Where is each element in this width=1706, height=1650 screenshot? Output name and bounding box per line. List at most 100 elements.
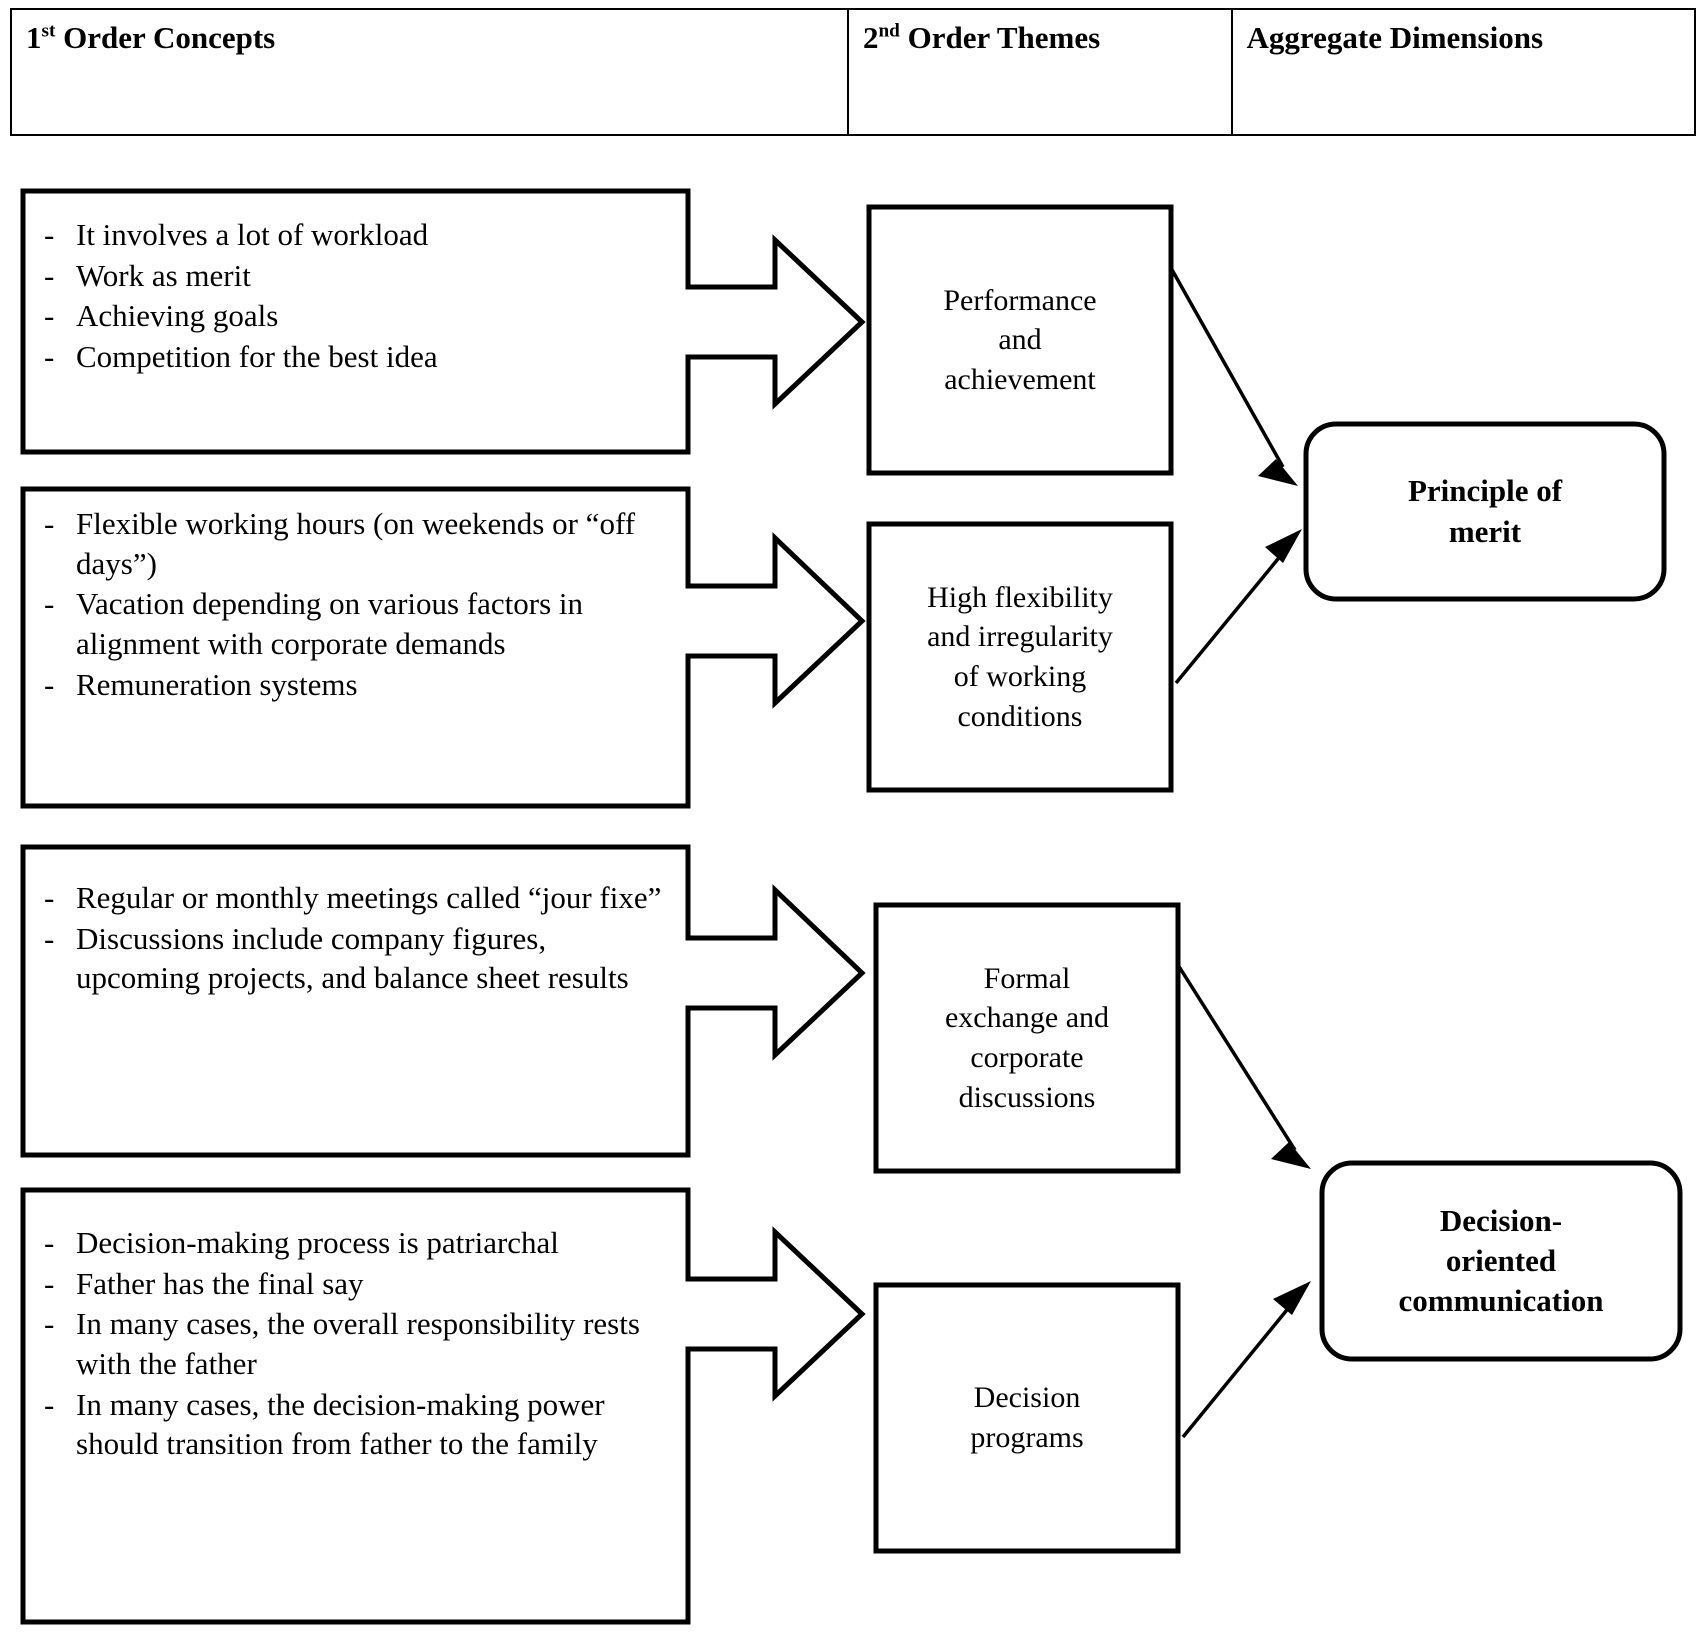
bullet-dash: - [44, 1265, 55, 1301]
concept-box-with-arrow-3 [20, 844, 866, 1158]
concept-bullet: -Competition for the best idea [42, 337, 662, 377]
bullet-text: Discussions include company figures, upc… [76, 920, 629, 996]
concept-list-3: -Regular or monthly meetings called “jou… [42, 878, 672, 998]
theme-line: and irregularity [927, 620, 1113, 654]
concept-bullet: -Work as merit [42, 256, 662, 296]
bullet-dash: - [44, 1386, 55, 1422]
concept-text-2: -Flexible working hours (on weekends or … [42, 504, 662, 705]
theme-line: discussions [958, 1080, 1096, 1114]
dimension-line: merit [1448, 513, 1522, 549]
theme-line: of working [953, 660, 1087, 693]
dimension-line: communication [1398, 1283, 1604, 1319]
connector-arrowhead-performance-to-merit [1258, 459, 1298, 486]
concept-list-4: -Decision-making process is patriarchal … [42, 1223, 667, 1464]
theme-line: Decision [973, 1381, 1081, 1415]
column-header-table: 1st Order Concepts 2nd Order Themes Aggr… [10, 8, 1696, 136]
concept-box-with-arrow-2 [20, 486, 866, 809]
concept-bullet: -Achieving goals [42, 296, 662, 336]
header-label-rest-2: Order Themes [899, 20, 1101, 55]
bullet-dash: - [44, 880, 55, 915]
theme-line: achievement [944, 362, 1096, 396]
header-label-rest-3: Aggregate Dimensions [1246, 20, 1544, 55]
header-cell-first-order-concepts: 1st Order Concepts [12, 10, 849, 134]
header-label-rest-1: Order Concepts [55, 20, 276, 55]
concept-bullet: -Flexible working hours (on weekends or … [42, 504, 662, 583]
theme-text-high-flexibility: High flexibility and irregularity of wor… [869, 524, 1171, 790]
concept-bullet: -Decision-making process is patriarchal [42, 1223, 667, 1263]
theme-line: conditions [957, 699, 1083, 733]
theme-line: programs [970, 1421, 1084, 1454]
bullet-dash: - [44, 1225, 55, 1260]
theme-box-performance-and-achievement [866, 204, 1174, 476]
bullet-text: Flexible working hours (on weekends or “… [76, 506, 636, 581]
theme-box-decision-programs [873, 1282, 1181, 1554]
concept-bullet: -It involves a lot of workload [42, 215, 662, 255]
dimension-lines: Decision- oriented communication [1399, 1201, 1604, 1322]
connector-flexibility-to-merit [1174, 546, 1289, 685]
header-label-prefix-2: 2 [862, 20, 879, 55]
bullet-dash: - [44, 920, 55, 956]
bullet-dash: - [44, 506, 55, 541]
header-cell-second-order-themes: 2nd Order Themes [849, 10, 1233, 134]
bullet-text: Regular or monthly meetings called “jour… [76, 880, 662, 915]
theme-line: Formal [983, 961, 1071, 995]
theme-lines: High flexibility and irregularity of wor… [927, 578, 1113, 736]
concept-text-1: -It involves a lot of workload -Work as … [42, 215, 662, 378]
concept-bullet: -Remuneration systems [42, 665, 662, 705]
bullet-dash: - [44, 666, 55, 702]
concept-bullet: -In many cases, the overall responsibili… [42, 1304, 667, 1383]
theme-text-decision-programs: Decision programs [876, 1285, 1178, 1551]
dimension-lines: Principle of merit [1408, 471, 1562, 552]
concept-bullet: -Regular or monthly meetings called “jou… [42, 878, 672, 918]
connector-decision-programs-to-decision [1181, 1298, 1297, 1439]
dimension-box-principle-of-merit [1303, 421, 1667, 602]
theme-line: Performance [943, 283, 1097, 317]
connector-arrowhead-decision-programs-to-decision [1273, 1281, 1311, 1315]
bullet-text: In many cases, the decision-making power… [76, 1386, 605, 1462]
bullet-text: Vacation depending on various factors in… [76, 586, 584, 662]
concept-list-1: -It involves a lot of workload -Work as … [42, 215, 662, 377]
concept-bullet: -Vacation depending on various factors i… [42, 584, 662, 663]
theme-line: High flexibility [927, 580, 1113, 614]
theme-line: and [998, 323, 1042, 357]
bullet-dash: - [44, 257, 55, 293]
bullet-text: Father has the final say [76, 1265, 364, 1301]
bullet-text: Work as merit [76, 257, 251, 293]
bullet-dash: - [44, 339, 55, 375]
connector-performance-to-merit [1169, 267, 1285, 468]
theme-text-formal-exchange: Formal exchange and corporate discussion… [876, 905, 1178, 1171]
concept-list-2: -Flexible working hours (on weekends or … [42, 504, 662, 704]
concept-box-with-arrow-4 [20, 1187, 866, 1625]
bullet-dash: - [44, 217, 55, 252]
bullet-text: Remuneration systems [76, 666, 358, 702]
theme-box-formal-exchange [873, 902, 1181, 1174]
theme-line: corporate [970, 1041, 1084, 1074]
dimension-box-decision-oriented-communication [1319, 1160, 1683, 1362]
concept-bullet: -Discussions include company figures, up… [42, 919, 672, 998]
header-label-sup-2: nd [878, 20, 900, 42]
concept-bullet: -In many cases, the decision-making powe… [42, 1385, 667, 1464]
header-label-prefix-1: 1 [26, 20, 42, 55]
dimension-line: Principle of [1407, 473, 1563, 509]
dimension-line: Decision- [1439, 1202, 1563, 1238]
concept-text-4: -Decision-making process is patriarchal … [42, 1223, 667, 1465]
bullet-text: Competition for the best idea [76, 339, 438, 375]
dimension-line: oriented [1445, 1242, 1557, 1278]
header-cell-aggregate-dimensions: Aggregate Dimensions [1233, 10, 1694, 134]
bullet-text: It involves a lot of workload [76, 217, 429, 252]
concept-box-with-arrow-1 [20, 188, 866, 455]
dimension-text-decision-oriented-communication: Decision- oriented communication [1322, 1163, 1680, 1359]
dimension-text-principle-of-merit: Principle of merit [1306, 424, 1664, 599]
bullet-text: Achieving goals [76, 298, 279, 334]
concept-bullet: -Father has the final say [42, 1264, 667, 1304]
theme-text-performance-and-achievement: Performance and achievement [869, 207, 1171, 473]
theme-lines: Performance and achievement [943, 281, 1096, 400]
bullet-dash: - [44, 586, 55, 622]
theme-line: exchange and [944, 1001, 1110, 1035]
connector-formal-exchange-to-decision [1176, 964, 1297, 1151]
bullet-dash: - [44, 298, 55, 334]
theme-lines: Decision programs [970, 1378, 1083, 1457]
theme-box-high-flexibility [866, 521, 1174, 793]
